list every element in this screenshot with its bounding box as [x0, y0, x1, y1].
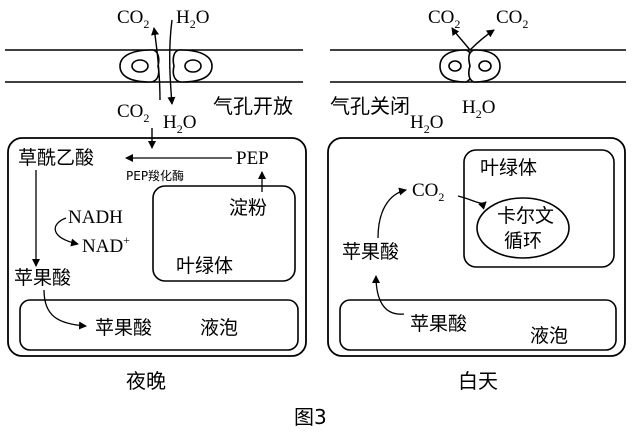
svg-text:H2O: H2O — [163, 112, 196, 136]
night-oxaloacetate: 草酰乙酸 — [18, 147, 94, 169]
day-co2-left-arrow — [451, 27, 471, 51]
day-malate-to-co2-arrow — [377, 187, 407, 239]
svg-text:CO2: CO2 — [117, 7, 149, 31]
svg-text:CO2: CO2 — [496, 7, 528, 31]
night-vacuole-label: 液泡 — [200, 317, 238, 339]
night-stoma-open — [119, 49, 213, 83]
night-top-co2-sub: 2 — [143, 17, 149, 31]
night-starch: 淀粉 — [229, 197, 267, 219]
day-calvin-cycle — [476, 197, 570, 259]
night-malate-vacuole: 苹果酸 — [95, 317, 152, 339]
day-malate-vacuole: 苹果酸 — [410, 313, 467, 335]
night-nadh: NADH — [68, 207, 123, 228]
day-caption: 白天 — [458, 369, 498, 393]
night-malate-cytosol: 苹果酸 — [14, 267, 71, 289]
svg-text:CO2: CO2 — [117, 101, 149, 125]
day-chloroplast-label: 叶绿体 — [480, 157, 537, 179]
night-stomata-open-label: 气孔开放 — [213, 94, 293, 118]
day-calvin-line1: 卡尔文 — [497, 205, 554, 227]
night-cell — [7, 137, 307, 357]
day-co2-to-calvin-arrow — [457, 195, 487, 210]
night-bottom-co2: CO — [117, 101, 143, 122]
night-nad: NAD — [82, 236, 123, 257]
night-pep-carboxylase: PEP羧化酶 — [126, 168, 184, 183]
night-nad-plus: + — [123, 233, 130, 247]
night-top-co2: CO — [117, 7, 143, 28]
day-vacuole — [339, 299, 617, 351]
day-stoma-closed — [439, 49, 501, 83]
night-nadh-to-nad-arrow — [54, 217, 79, 247]
svg-text:CO2: CO2 — [412, 180, 444, 204]
day-stomata-closed-label: 气孔关闭 — [330, 94, 410, 118]
night-malate-to-vacuole-arrow — [43, 289, 87, 330]
day-bottom-h2o-right: H — [462, 97, 476, 118]
night-pep: PEP — [236, 148, 269, 169]
day-chloroplast — [463, 149, 615, 268]
day-co2-inner: CO — [412, 180, 438, 201]
day-co2-right-arrow — [469, 29, 495, 51]
night-co2-arrow-up — [151, 27, 161, 101]
day-vacuole-to-malate-arrow — [372, 275, 405, 315]
night-bottom-h2o: H — [163, 112, 177, 133]
svg-text:H2O: H2O — [462, 97, 495, 121]
day-cell — [327, 137, 626, 357]
night-panel: CO2 H2O CO2 H2O 气孔开放 草酰乙酸 PEP PEP羧化酶 淀粉 … — [5, 7, 307, 393]
day-top-co2-left: CO — [428, 7, 454, 28]
night-h2o-arrow-down — [167, 19, 176, 105]
svg-text:CO2: CO2 — [428, 7, 460, 31]
day-calvin-line2: 循环 — [504, 230, 542, 252]
svg-text:NAD+: NAD+ — [82, 233, 130, 257]
night-chloroplast-label: 叶绿体 — [176, 255, 233, 277]
night-chloroplast — [152, 185, 296, 282]
svg-text:H2O: H2O — [410, 112, 443, 136]
day-panel: CO2 CO2 气孔关闭 H2O H2O 叶绿体 CO2 卡尔文 循环 苹果酸 … — [327, 7, 626, 393]
night-top-h2o: H — [176, 7, 190, 28]
day-malate-cytosol: 苹果酸 — [342, 241, 399, 263]
day-top-co2-right: CO — [496, 7, 522, 28]
night-caption: 夜晚 — [126, 369, 166, 393]
svg-text:H2O: H2O — [176, 7, 209, 31]
day-vacuole-label: 液泡 — [530, 325, 568, 347]
figure-caption: 图3 — [294, 405, 327, 429]
night-vacuole — [19, 299, 299, 351]
day-bottom-h2o-left: H — [410, 112, 424, 133]
